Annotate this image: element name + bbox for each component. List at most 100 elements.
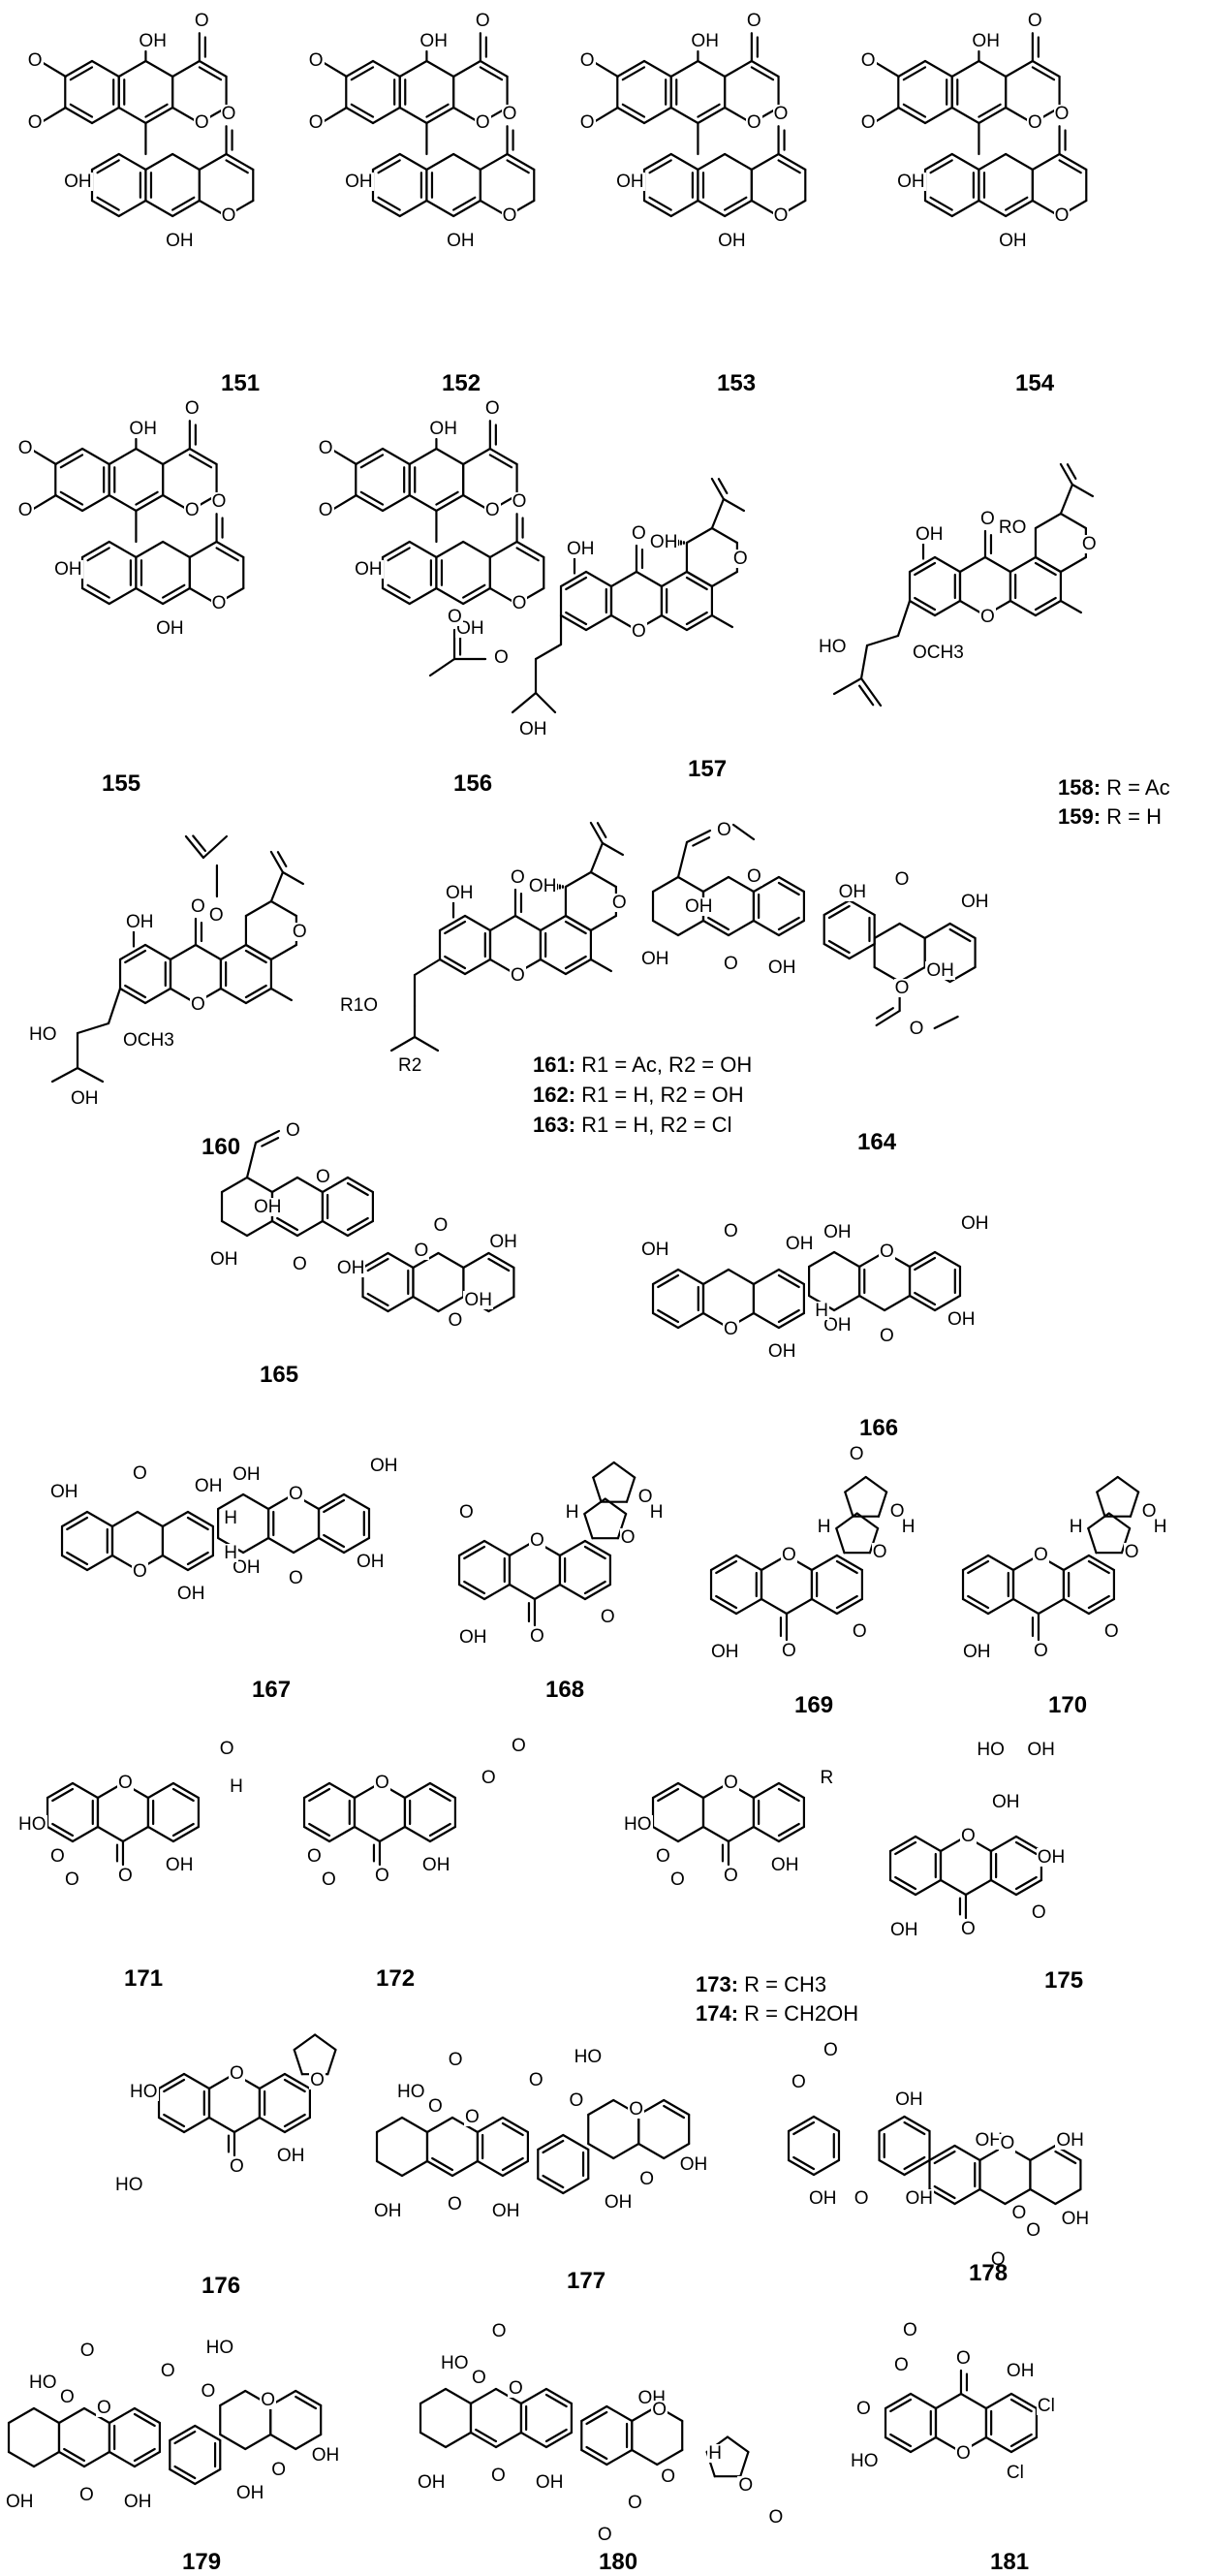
ring-bond — [923, 152, 953, 172]
ester-oxygen: O — [493, 647, 510, 668]
ring-bond — [978, 199, 1008, 218]
xanthone-oxygen: O — [978, 607, 996, 627]
ring-bond — [635, 570, 664, 588]
hydroxyl: OH — [356, 1552, 386, 1572]
rgroup-158-id: 158: — [1058, 775, 1102, 800]
substituent-R2: R2 — [397, 1055, 423, 1076]
ring-bond — [544, 2431, 574, 2449]
ring-bond — [269, 2433, 297, 2451]
ring-bond — [844, 1491, 854, 1518]
ring-double-bond — [452, 196, 477, 211]
ring-bond — [950, 106, 980, 125]
ring-bond — [171, 1781, 201, 1800]
hydroxyl: OH — [766, 958, 797, 978]
hydroxyl: OH — [925, 960, 955, 981]
rgroup-163-id: 163: — [533, 1113, 576, 1137]
carbonyl-oxygen: O — [879, 1326, 895, 1346]
ring-oxygen: O — [528, 1530, 545, 1551]
bond — [245, 1141, 258, 1179]
bond — [269, 850, 285, 874]
carbonyl-oxygen: O — [288, 1568, 304, 1588]
ring-bond — [355, 493, 385, 513]
carbonyl-oxygen: O — [189, 896, 206, 917]
ring-double-bond — [933, 2184, 956, 2200]
ring-bond — [933, 599, 962, 617]
ring-bond — [934, 2392, 963, 2410]
ring-bond — [589, 870, 617, 889]
bond — [589, 821, 605, 845]
compound-label-171: 171 — [124, 1965, 164, 1992]
ring-bond — [812, 2115, 841, 2133]
ring-bond — [194, 2424, 222, 2442]
ring-bond — [923, 59, 953, 79]
bond — [875, 1009, 901, 1027]
ring-bond — [198, 152, 228, 172]
ring-bond — [950, 152, 980, 172]
bond — [322, 106, 348, 123]
bond — [254, 1129, 281, 1145]
ring-bond — [355, 447, 385, 466]
ring-bond — [452, 152, 481, 172]
ring-bond — [182, 2116, 211, 2134]
ring-bond — [1031, 59, 1061, 79]
ring-bond — [676, 1311, 705, 1330]
hydroxyl: OH — [904, 2188, 935, 2209]
ring-bond — [752, 1268, 781, 1286]
ester-oxygen: O — [321, 1869, 337, 1890]
carbonyl-oxygen: O — [745, 11, 762, 32]
hydroxyl: OH — [417, 2472, 447, 2493]
ring-bond — [515, 540, 545, 559]
ring-bond — [832, 1250, 861, 1269]
ring-oxygen: O — [772, 205, 790, 226]
ring-bond — [108, 447, 138, 466]
ring-bond — [616, 59, 646, 79]
bond — [41, 106, 67, 123]
double-bond — [261, 1137, 280, 1147]
ring-double-bond — [163, 2078, 186, 2093]
ring-oxygen: O — [210, 593, 228, 613]
ring-bond — [346, 1219, 375, 1238]
ring-bond — [118, 943, 147, 961]
ring-bond — [463, 914, 492, 932]
ring-bond — [194, 2467, 222, 2486]
ring-bond — [342, 1536, 371, 1555]
ring-bond — [108, 540, 138, 559]
ring-bond — [80, 586, 110, 606]
rgroup-161-text: R1 = Ac, R2 = OH — [581, 1052, 753, 1077]
ring-double-bond — [276, 1216, 299, 1232]
ring-bond — [117, 59, 147, 79]
ring-bond — [270, 1176, 299, 1194]
ring-bond — [787, 2158, 816, 2177]
ring-bond — [676, 919, 705, 937]
compound-label-168: 168 — [545, 1677, 585, 1703]
ring-bond — [823, 942, 851, 960]
ring-bond — [108, 2406, 137, 2425]
ring-bond — [371, 199, 401, 218]
hydroxyl: HO — [204, 2338, 235, 2358]
ring-double-bond — [715, 1559, 738, 1575]
ring-bond — [676, 1781, 705, 1800]
rgroup-158-text: R = Ac — [1106, 775, 1170, 800]
ring-bond — [342, 1492, 371, 1511]
ring-bond — [898, 922, 926, 940]
ring-bond — [302, 1825, 331, 1843]
carbonyl-oxygen: O — [193, 11, 210, 32]
ring-bond — [220, 1176, 249, 1194]
hydroxyl: OH — [419, 31, 449, 51]
ring-bond — [848, 942, 876, 960]
ring-bond — [868, 1526, 880, 1555]
ring-double-bond — [777, 881, 800, 896]
hydroxyl: OH — [368, 1456, 399, 1476]
ring-bond — [387, 1251, 415, 1270]
ring-bond — [71, 1825, 100, 1843]
double-bond — [692, 836, 711, 847]
ring-bond — [186, 1510, 215, 1528]
furan-oxygen: O — [637, 1486, 654, 1507]
ring-bond — [537, 2177, 565, 2195]
ring-bond — [903, 2115, 931, 2133]
ring-oxygen: O — [780, 1545, 797, 1565]
ester-oxygen: O — [655, 1846, 671, 1867]
ring-bond — [539, 914, 568, 932]
ring-double-bond — [59, 490, 84, 506]
ring-bond — [606, 2448, 634, 2466]
